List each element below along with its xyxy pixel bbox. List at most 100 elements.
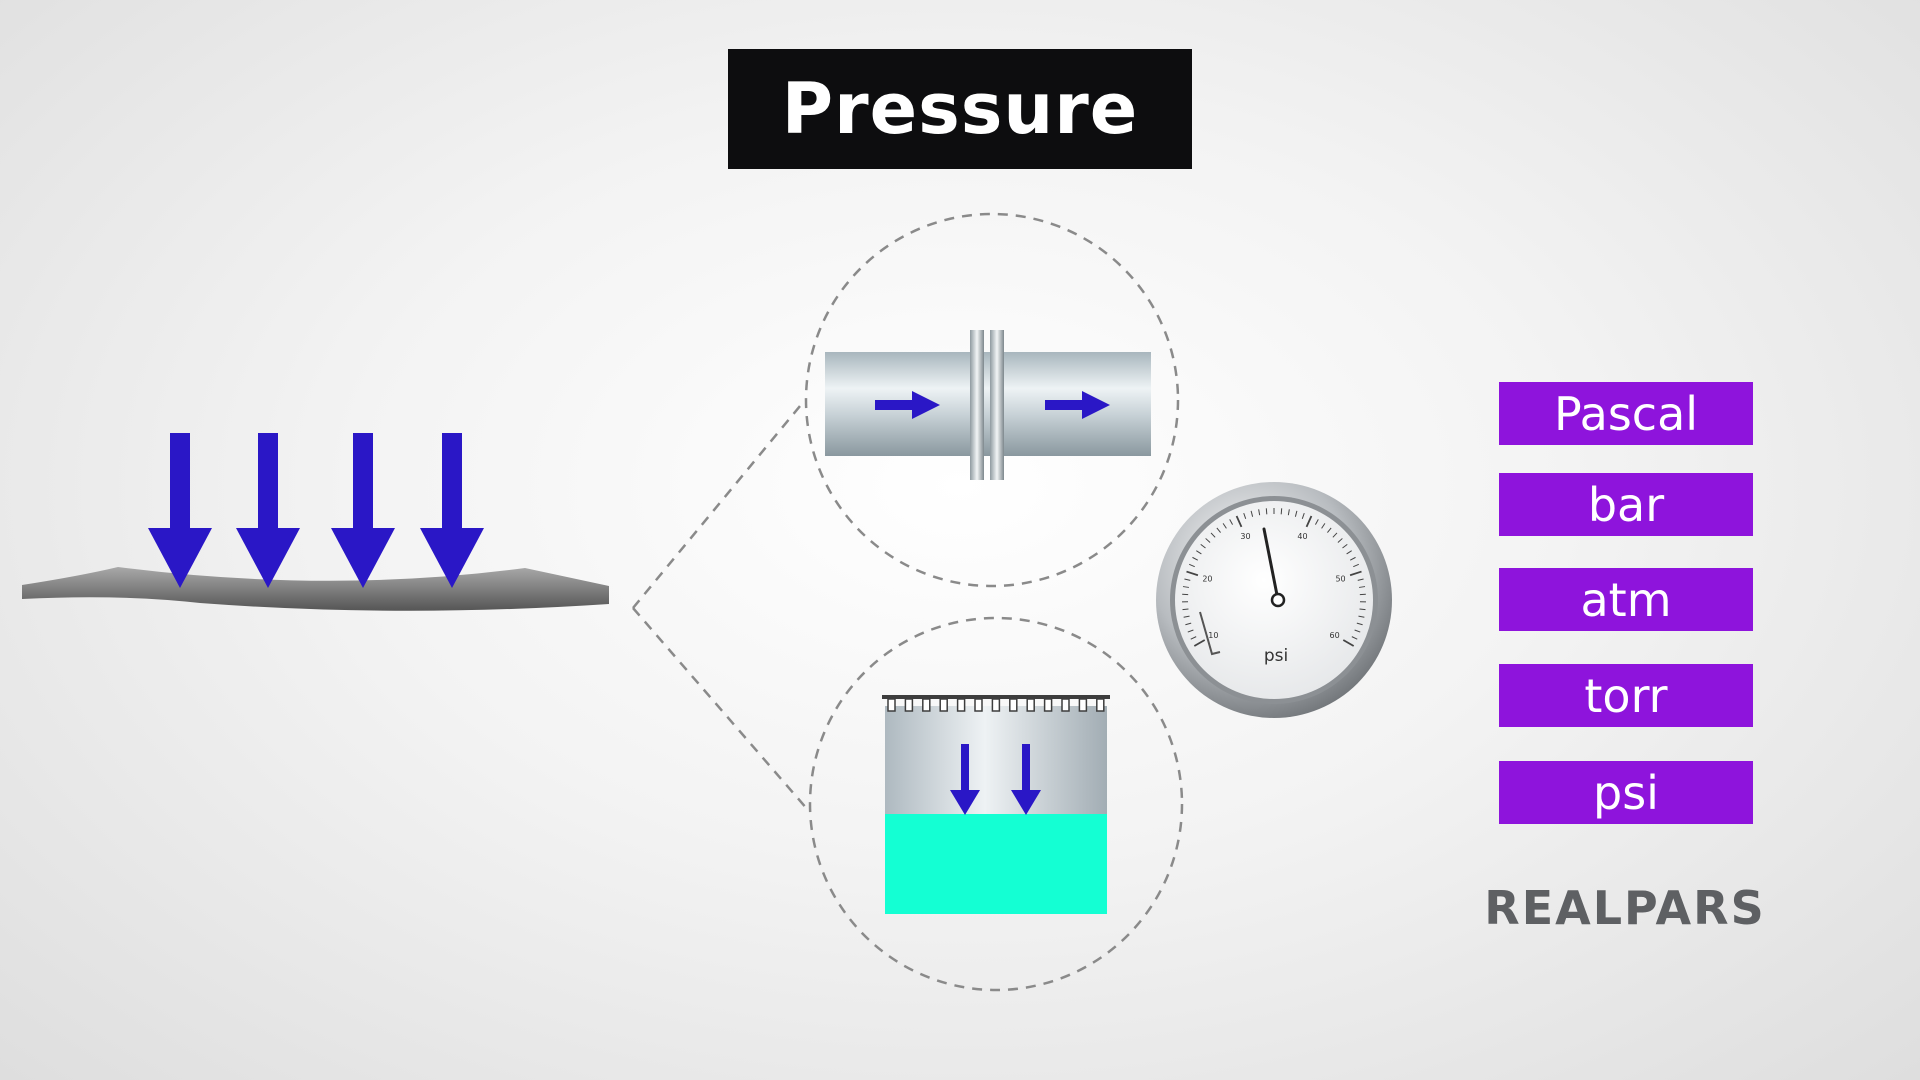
gauge-scale-label: 40 xyxy=(1297,532,1307,541)
tank-icon xyxy=(882,695,1110,914)
gauge-tick xyxy=(1184,578,1191,581)
gauge-tick xyxy=(1193,639,1206,647)
tank-rim-tooth xyxy=(904,698,914,712)
gauge-tick xyxy=(1250,510,1254,517)
unit-label: psi xyxy=(1593,765,1659,820)
pressure-gauge-icon: 10 20 30 40 50 60 psi xyxy=(1156,482,1392,718)
tank-rim-tooth xyxy=(974,698,983,712)
tank-rim-tooth xyxy=(887,698,896,712)
gauge-tick xyxy=(1337,538,1343,543)
gauge-tick xyxy=(1353,563,1360,568)
gauge-unit-label: psi xyxy=(1264,646,1288,666)
unit-label: torr xyxy=(1584,668,1668,723)
down-arrow-icon xyxy=(1011,744,1041,815)
gauge-tick xyxy=(1229,519,1234,525)
gauge-tick xyxy=(1332,532,1338,538)
tank-rim-tooth xyxy=(1061,698,1070,712)
gauge-tick xyxy=(1205,538,1211,543)
tank-rim-tooth xyxy=(1096,698,1105,712)
gauge-zone-bracket xyxy=(1199,611,1221,656)
gauge-tick xyxy=(1182,586,1189,588)
gauge-tick xyxy=(1294,510,1298,517)
gauge-tick xyxy=(1321,523,1326,529)
gauge-tick xyxy=(1342,639,1355,647)
gauge-tick xyxy=(1200,543,1206,549)
gauge-tick xyxy=(1216,527,1221,533)
gauge-tick xyxy=(1314,519,1319,525)
gauge-tick xyxy=(1342,543,1348,549)
tank-rim-tooth xyxy=(1043,698,1053,712)
pipe-zoom-circle xyxy=(804,212,1180,588)
gauge-tick xyxy=(1356,622,1363,626)
gauge-tick xyxy=(1301,512,1305,519)
gauge-scale-label: 60 xyxy=(1330,631,1340,640)
gauge-tick xyxy=(1265,508,1268,515)
unit-box-bar: bar xyxy=(1499,473,1753,536)
gauge-tick xyxy=(1357,578,1364,581)
tank-rim-tooth xyxy=(991,698,1001,712)
title-box: Pressure xyxy=(728,49,1192,169)
down-arrow-icon xyxy=(148,433,212,588)
tank-rim-tooth xyxy=(922,698,931,712)
gauge-tick xyxy=(1349,570,1362,577)
gauge-tick xyxy=(1192,556,1199,561)
gauge-tick xyxy=(1346,550,1352,555)
tank-rim-tooth xyxy=(939,698,948,712)
unit-box-psi: psi xyxy=(1499,761,1753,824)
unit-box-atm: atm xyxy=(1499,568,1753,631)
tank-rim-tooth xyxy=(1009,698,1018,712)
down-arrow-icon xyxy=(420,433,484,588)
tank-rim-tooth xyxy=(956,698,966,712)
gauge-tick xyxy=(1196,550,1202,555)
tank-liquid xyxy=(885,814,1107,914)
gauge-scale-labels: 10 20 30 40 50 60 xyxy=(1202,532,1345,640)
gauge-tick xyxy=(1305,515,1313,528)
tank-rim-teeth xyxy=(887,698,1105,712)
tank-zoom-circle xyxy=(808,616,1184,992)
gauge-tick xyxy=(1185,622,1192,626)
pipe-icon xyxy=(825,330,1151,480)
gauge-tick xyxy=(1354,629,1361,633)
unit-label: Pascal xyxy=(1553,386,1699,441)
gauge-tick xyxy=(1280,508,1283,515)
right-arrow-icon xyxy=(875,391,940,419)
gauge-tick xyxy=(1210,532,1216,538)
gauge-tick xyxy=(1186,570,1199,577)
surface-illustration xyxy=(22,433,609,611)
gauge-tick xyxy=(1349,556,1356,561)
gauge-scale-label: 10 xyxy=(1208,631,1218,640)
gauge-tick xyxy=(1359,608,1366,611)
gauge-tick xyxy=(1222,523,1227,529)
unit-box-pascal: Pascal xyxy=(1499,382,1753,445)
gauge-tick xyxy=(1182,608,1189,611)
gauge-tick xyxy=(1183,615,1190,618)
gauge-tick xyxy=(1243,512,1247,519)
down-arrow-icon xyxy=(331,433,395,588)
gauge-tick xyxy=(1287,509,1290,516)
brand-logo: REALPARS xyxy=(1452,880,1798,936)
deformed-surface xyxy=(22,567,609,611)
gauge-tick xyxy=(1235,515,1243,528)
gauge-minor-ticks xyxy=(1182,508,1366,647)
unit-label: bar xyxy=(1587,477,1665,532)
gauge-tick xyxy=(1188,563,1195,568)
gauge-tick xyxy=(1190,636,1197,640)
tank-rim-tooth xyxy=(1026,698,1035,712)
page-title: Pressure xyxy=(781,68,1139,150)
gauge-tick xyxy=(1359,586,1366,588)
gauge-needle xyxy=(1262,527,1280,602)
gauge-tick xyxy=(1351,636,1358,640)
gauge-tick xyxy=(1187,629,1194,633)
gauge-tick xyxy=(1358,615,1365,618)
gauge-scale-label: 20 xyxy=(1202,574,1212,583)
tank-rim-tooth xyxy=(1078,698,1088,712)
gauge-scale-label: 30 xyxy=(1240,532,1250,541)
down-arrow-icon xyxy=(950,744,980,815)
gauge-tick xyxy=(1327,527,1332,533)
down-arrow-icon xyxy=(236,433,300,588)
gauge-scale-label: 50 xyxy=(1335,574,1345,583)
callout-lines xyxy=(632,399,809,811)
unit-box-torr: torr xyxy=(1499,664,1753,727)
right-arrow-icon xyxy=(1045,391,1110,419)
